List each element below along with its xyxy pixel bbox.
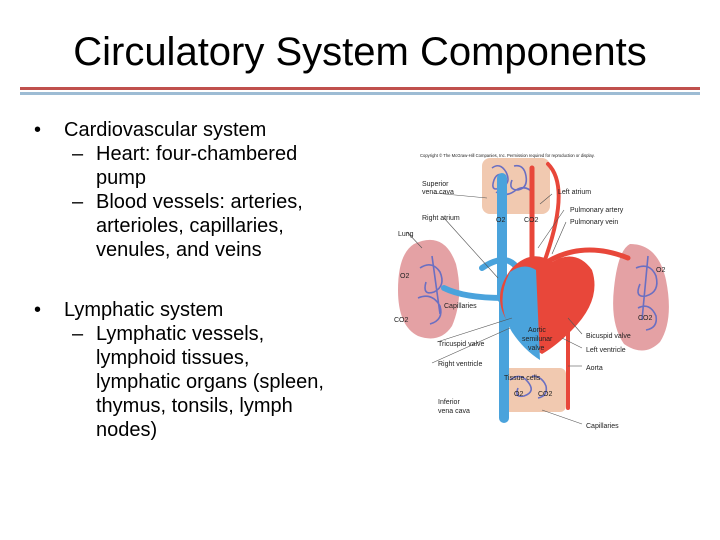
label-o2-top: O2	[496, 217, 505, 224]
label-aortic-valve: Aortic	[528, 327, 546, 334]
sub-bullet-dash: –	[72, 191, 84, 213]
sub-bullet-dash: –	[72, 143, 84, 165]
lung-capillary-nets	[417, 255, 658, 331]
copyright-note: Copyright © The McGraw-Hill Companies, I…	[420, 153, 595, 158]
sub-bullet-line: arterioles, capillaries,	[96, 215, 284, 237]
label-inferior-vena-cava: vena cava	[438, 408, 470, 415]
label-o2-left: O2	[400, 273, 409, 280]
sub-bullet-line: Heart: four-chambered	[96, 143, 298, 165]
label-left-atrium: Left atrium	[558, 189, 591, 196]
diagram-labels: Superior vena cava Right atrium Lung O2 …	[394, 181, 665, 430]
label-co2-top: CO2	[524, 217, 539, 224]
label-lung: Lung	[398, 231, 414, 238]
label-right-atrium: Right atrium	[422, 215, 460, 222]
label-inferior-vena-cava: Inferior	[438, 399, 460, 406]
circulatory-diagram: Copyright © The McGraw-Hill Companies, I…	[392, 148, 682, 448]
bullet-text: Lymphatic system	[64, 299, 224, 321]
label-pulmonary-artery: Pulmonary artery	[570, 207, 624, 214]
bullet-dot: •	[34, 119, 42, 141]
lower-capillary-net	[509, 375, 548, 399]
sub-bullet-line: nodes)	[96, 419, 158, 441]
label-tricuspid-valve: Tricuspid valve	[438, 341, 485, 348]
heart-right-side	[502, 266, 540, 360]
label-bicuspid-valve: Bicuspid valve	[586, 333, 631, 340]
label-co2-right: CO2	[638, 315, 653, 322]
sub-bullet-line: lymphoid tissues,	[96, 347, 250, 369]
sub-bullet-dash: –	[72, 323, 84, 345]
label-tissue-cells: Tissue cells	[504, 375, 541, 382]
sub-bullet-vessels: – Blood vessels: arteries, arterioles, c…	[34, 190, 374, 262]
sub-bullet-line: Blood vessels: arteries,	[96, 191, 303, 213]
circulatory-diagram-svg: Copyright © The McGraw-Hill Companies, I…	[394, 153, 669, 430]
title-rule-red	[20, 87, 700, 90]
label-capillaries-left: Capillaries	[444, 303, 477, 310]
label-aortic-valve: semilunar	[522, 336, 553, 343]
bullet-list: • Cardiovascular system – Heart: four-ch…	[34, 118, 374, 442]
label-superior-vena-cava: vena cava	[422, 189, 454, 196]
label-capillaries-bottom: Capillaries	[586, 423, 619, 430]
label-superior-vena-cava: Superior	[422, 181, 449, 188]
label-right-ventricle: Right ventricle	[438, 361, 482, 368]
sub-bullet-line: venules, and veins	[96, 239, 262, 261]
label-co2-left: CO2	[394, 317, 409, 324]
label-co2-bottom: CO2	[538, 391, 553, 398]
label-left-ventricle: Left ventricle	[586, 347, 626, 354]
sub-bullet-line: Lymphatic vessels,	[96, 323, 265, 345]
sub-bullet-line: thymus, tonsils, lymph	[96, 395, 293, 417]
bullet-text: Cardiovascular system	[64, 119, 267, 141]
bullet-dot: •	[34, 299, 42, 321]
lower-tissue-block	[502, 368, 566, 412]
label-o2-bottom: O2	[514, 391, 523, 398]
label-pulmonary-vein: Pulmonary vein	[570, 219, 618, 226]
left-lung	[398, 239, 460, 339]
label-o2-right: O2	[656, 267, 665, 274]
sub-bullet-line: pump	[96, 167, 147, 189]
sub-bullet-lymphatic-vessels: – Lymphatic vessels, lymphoid tissues, l…	[34, 322, 374, 442]
label-aortic-valve: valve	[528, 345, 544, 352]
page-title: Circulatory System Components	[73, 30, 647, 74]
sub-bullet-heart: – Heart: four-chambered pump	[34, 142, 374, 190]
bullet-lymphatic: • Lymphatic system	[34, 298, 374, 322]
label-aorta: Aorta	[586, 365, 603, 372]
leader-lines	[406, 192, 583, 425]
bullet-cardiovascular: • Cardiovascular system	[34, 118, 374, 142]
title-rule-blue	[20, 92, 700, 95]
sub-bullet-line: lymphatic organs (spleen,	[96, 371, 324, 393]
